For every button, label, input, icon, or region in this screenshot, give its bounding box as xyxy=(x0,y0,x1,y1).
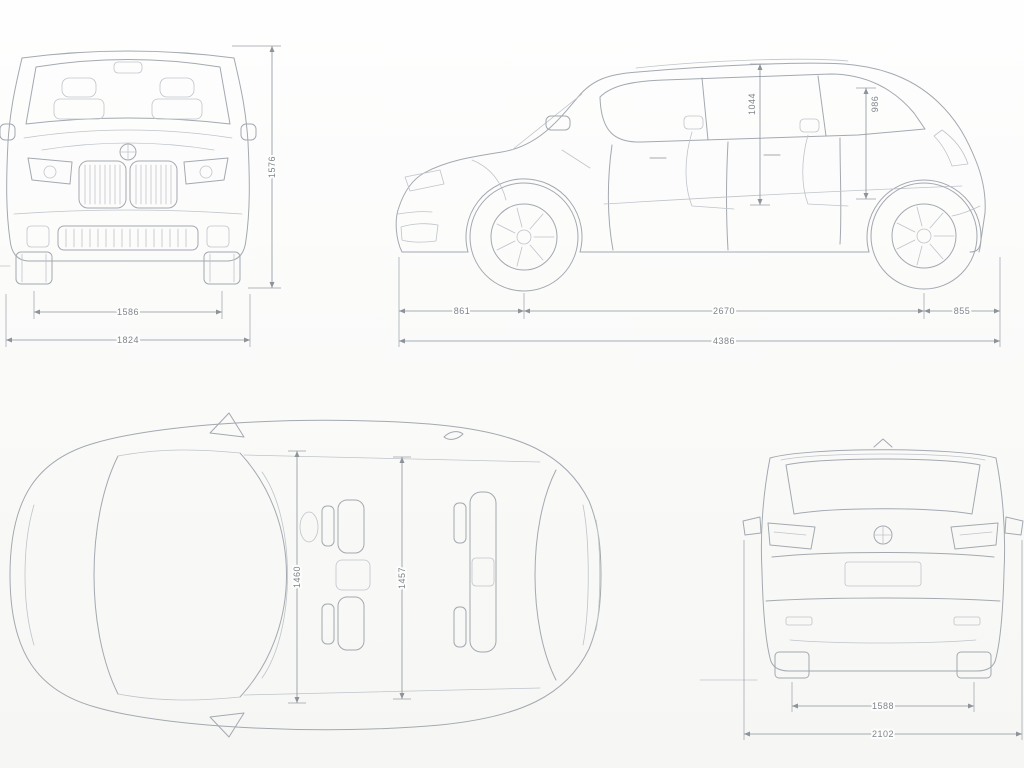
side-rear-wheel xyxy=(870,182,978,290)
dim-label-wheelbase: 2670 xyxy=(713,306,735,316)
side-door-seams xyxy=(607,137,842,251)
side-front-wheel xyxy=(469,182,579,292)
rear-window xyxy=(785,458,981,515)
front-rearview-mirror xyxy=(113,61,143,74)
front-windshield xyxy=(25,59,231,125)
top-body-outline xyxy=(9,419,602,731)
bmw-roundel-icon xyxy=(119,143,137,161)
side-windshield-inner xyxy=(511,93,583,151)
dim-label-front-interior-width: 1460 xyxy=(292,566,302,588)
side-view-drawing xyxy=(395,58,986,292)
dim-label-overall-width: 1824 xyxy=(117,335,139,345)
top-front-bumper-line xyxy=(24,504,35,646)
dim-label-width-incl-mirrors: 2102 xyxy=(872,729,894,739)
front-hood-creases xyxy=(23,129,233,151)
side-interior xyxy=(471,115,849,210)
front-bumper-line xyxy=(13,209,243,215)
side-rear-details xyxy=(933,129,981,217)
top-view-drawing xyxy=(9,412,602,738)
side-roof-rail xyxy=(635,58,849,69)
side-front-fascia xyxy=(397,169,445,243)
rear-taillights xyxy=(767,522,999,550)
front-left-mirror xyxy=(0,123,16,141)
side-window-band xyxy=(599,73,926,143)
side-pillars xyxy=(701,75,827,141)
top-rear-window-arc xyxy=(534,469,557,681)
front-kidney-grille xyxy=(78,160,178,209)
rear-spoiler-line xyxy=(780,453,986,461)
front-right-mirror xyxy=(240,123,257,141)
front-view-drawing xyxy=(0,50,257,285)
front-wheels xyxy=(15,251,241,285)
dim-label-front-overhang: 861 xyxy=(454,306,471,316)
dim-label-rear-overhang: 855 xyxy=(954,306,971,316)
dim-label-front-headroom: 1044 xyxy=(747,93,757,115)
dim-label-rear-track: 1588 xyxy=(872,701,894,711)
dim-label-front-track: 1586 xyxy=(117,307,139,317)
rear-body-outline xyxy=(760,449,1006,672)
rear-license-area xyxy=(844,561,922,587)
side-wheel-arches xyxy=(465,178,982,253)
bmw-roundel-rear-icon xyxy=(873,525,893,545)
dim-label-overall-height: 1576 xyxy=(267,156,277,178)
front-headlights xyxy=(27,157,229,185)
side-door-handles xyxy=(649,154,781,159)
front-body-outline xyxy=(6,50,250,262)
top-view-dimensions: 1460 1457 xyxy=(288,450,411,704)
side-view-dimensions: 1044 986 861 2670 855 4386 xyxy=(398,63,1001,348)
top-steering-wheel xyxy=(299,511,319,543)
rear-view-drawing xyxy=(699,438,1024,681)
dim-label-overall-length: 4386 xyxy=(713,336,735,346)
top-rear-edges xyxy=(582,504,601,646)
rear-bumper-details xyxy=(785,616,981,644)
top-hood-line xyxy=(93,455,119,695)
rear-wheels xyxy=(774,651,992,679)
top-windshield-arc xyxy=(239,452,287,698)
top-roof-edges xyxy=(117,449,541,701)
front-view-dimensions: 1576 1586 1824 xyxy=(5,45,281,347)
top-front-seats xyxy=(321,499,371,651)
top-antenna-fin xyxy=(443,431,464,440)
rear-view-dimensions: 1588 2102 xyxy=(743,540,1023,741)
top-rear-bench xyxy=(453,491,497,653)
front-interior-seats xyxy=(53,77,203,120)
side-body-crease xyxy=(603,185,963,205)
dim-label-rear-headroom: 986 xyxy=(870,96,880,113)
rear-antenna-fin xyxy=(873,438,893,448)
top-dashboard-arc xyxy=(261,471,288,679)
front-lower-intake xyxy=(26,225,230,251)
side-mirror xyxy=(545,115,571,131)
rear-bumper-line xyxy=(765,597,1001,602)
rear-tailgate-line xyxy=(771,552,995,558)
rear-mirrors xyxy=(742,516,1024,536)
dim-label-rear-interior-width: 1457 xyxy=(397,567,407,589)
top-mirrors xyxy=(209,412,245,738)
